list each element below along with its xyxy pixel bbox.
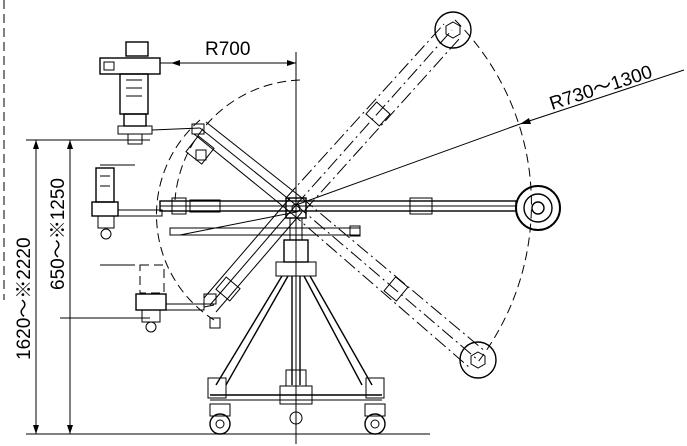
camera-head-top [99,41,201,145]
dimension-lines [3,0,685,435]
camera-head-middle [91,167,170,240]
height-pivot-label: 650～※1250 [48,178,69,290]
jib-arm-upper-left [185,121,303,213]
jib-arm-horizontal [159,197,517,237]
camera-head-bottom [135,264,215,333]
arm-clamps [171,123,221,329]
jib-arm-lowered [289,197,497,379]
radius-short-label: R700 [205,39,250,60]
radius-range-label: R730～1300 [547,62,655,115]
counterweight-horizontal [515,185,561,231]
jib-arm-raised [285,11,472,211]
height-total-label: 1620～※2220 [14,237,35,360]
reach-arcs [156,19,532,363]
tripod-stand [207,60,386,444]
jib-arm-lower-left [203,197,303,313]
